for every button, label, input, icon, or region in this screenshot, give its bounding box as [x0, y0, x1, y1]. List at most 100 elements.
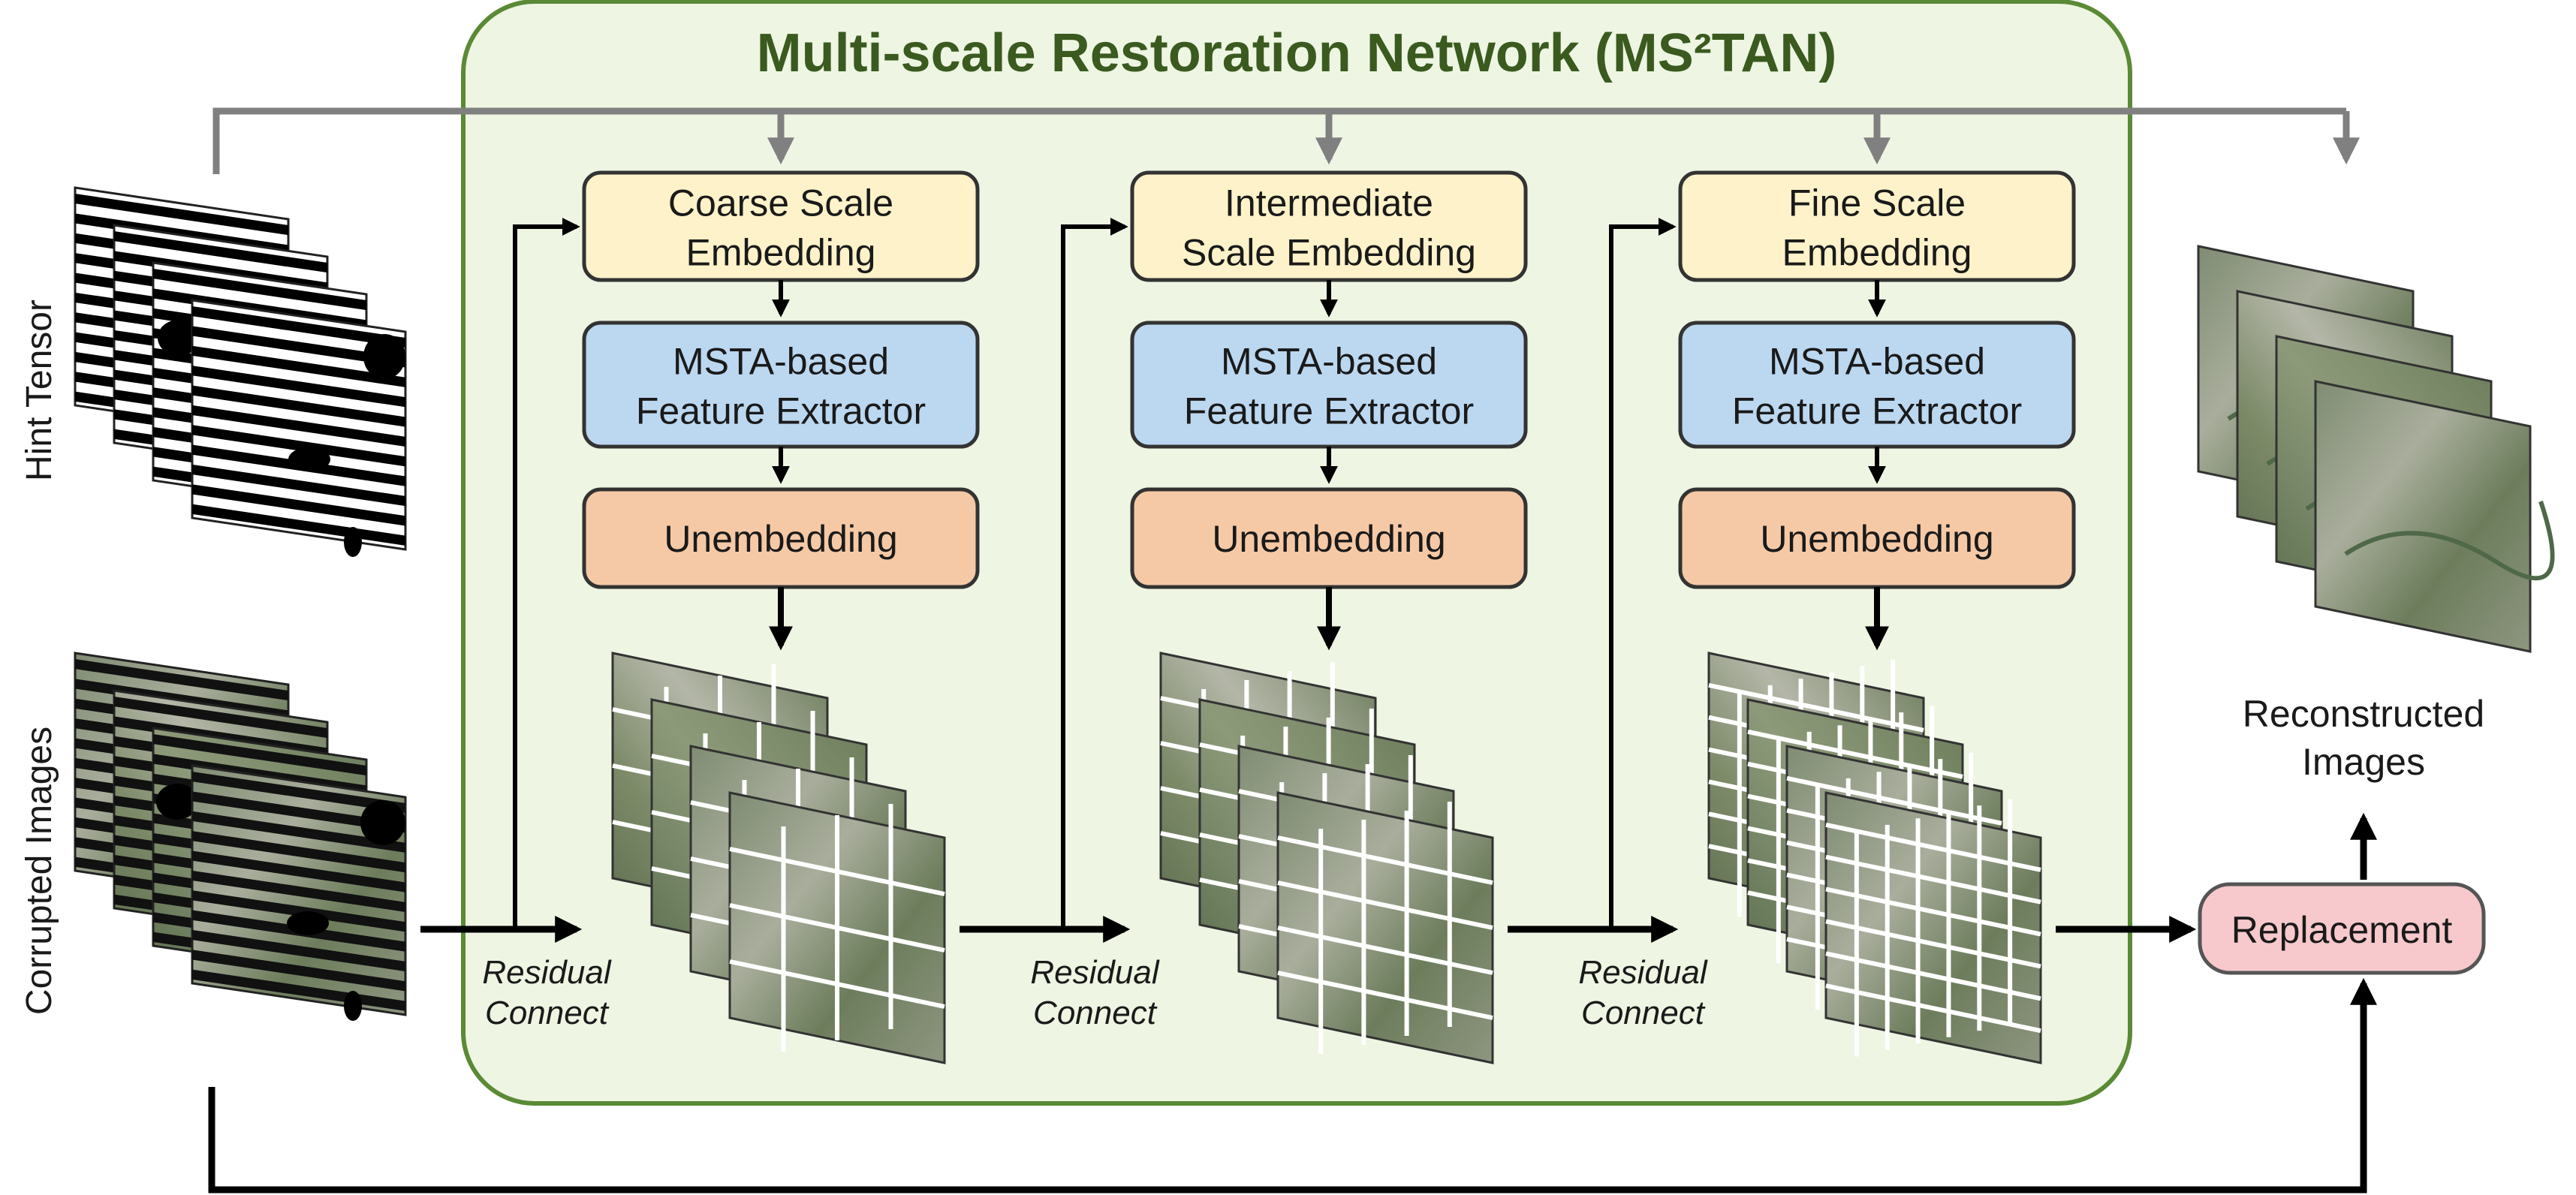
residual-connect-label-line2: Connect — [1033, 995, 1158, 1031]
mask-stripe — [114, 231, 327, 273]
mask-stripe — [153, 734, 366, 776]
scale-embedding-box-label-line1: Coarse Scale — [668, 182, 893, 224]
unembedding-box-label: Unembedding — [1760, 518, 1993, 560]
output-arrows — [208, 812, 2377, 1193]
mask-blob — [288, 447, 330, 471]
feature-map-stack — [1707, 652, 2042, 1064]
reconstructed-images-stack — [2197, 245, 2555, 653]
mask-stripe — [192, 326, 405, 368]
mask-stripe — [192, 366, 405, 408]
residual-connect-arrow — [513, 218, 580, 929]
mask-stripe — [153, 269, 366, 311]
mask-stripe — [192, 929, 405, 972]
corrupted-images-label: Corrupted Images — [20, 727, 59, 1015]
patch-grid-line — [1277, 971, 1493, 1020]
replacement-box — [2198, 882, 2486, 975]
scale-embedding-box-label-line2: Embedding — [1782, 232, 1972, 274]
unembedding-box-label: Unembedding — [664, 518, 897, 560]
mask-stripe — [192, 890, 405, 932]
scale-embedding-box-label-line1: Intermediate — [1225, 182, 1433, 224]
network-title: Multi-scale Restoration Network (MS²TAN) — [757, 23, 1837, 83]
mask-blob — [363, 334, 405, 379]
reconstructed-images-label-line1: Reconstructed — [2243, 693, 2484, 735]
mask-stripe — [192, 772, 405, 814]
mask-stripe — [192, 405, 405, 447]
feature-extractor-box-label-line1: MSTA-based — [1769, 341, 1985, 383]
mask-blob — [158, 320, 200, 356]
mask-blob — [287, 911, 329, 935]
feature-extractor-box-label-line2: Feature Extractor — [1732, 390, 2022, 432]
hint-tensor-label: Hint Tensor — [20, 300, 59, 481]
feature-extractor-box-label-line1: MSTA-based — [673, 341, 889, 383]
scale-embedding-box-label-line2: Embedding — [686, 232, 876, 274]
mask-stripe — [192, 831, 405, 873]
patch-grid-line — [1747, 729, 1963, 779]
hint-mask-sheet — [191, 299, 407, 557]
corrupted-images-stack — [74, 652, 407, 1021]
mask-blob — [156, 784, 198, 820]
mask-blob — [344, 991, 362, 1021]
reconstructed-images-label-line2: Images — [2302, 741, 2425, 783]
residual-connect-label-line2: Connect — [485, 995, 610, 1031]
unembedding-box: Unembedding — [1130, 487, 1528, 589]
residual-connect-label-line2: Connect — [1581, 995, 1706, 1031]
feature-map-sheet — [728, 791, 946, 1064]
feature-map-stack — [611, 652, 946, 1064]
unembedding-box-label: Unembedding — [1212, 518, 1445, 560]
patch-grid-line — [729, 903, 945, 953]
patch-grid-line — [1277, 926, 1493, 975]
residual-connect-label-line1: Residual — [482, 954, 611, 991]
feature-map-sheet — [1276, 791, 1494, 1064]
patch-grid-line — [729, 959, 945, 1009]
mask-stripe — [75, 194, 288, 236]
mask-stripe — [192, 464, 405, 507]
mask-stripe — [75, 659, 288, 701]
mask-stripe — [192, 950, 405, 992]
patch-grid-line — [1825, 951, 2041, 1001]
unembedding-box: Unembedding — [582, 487, 980, 589]
residual-connect-label-line1: Residual — [1030, 954, 1159, 991]
patch-grid-line — [1825, 919, 2041, 969]
mask-stripe — [192, 484, 405, 526]
river-feature — [2344, 501, 2555, 581]
feature-extractor-box-label-line2: Feature Extractor — [636, 390, 926, 432]
feature-map-stack — [1159, 652, 1494, 1064]
mask-blob — [360, 800, 405, 845]
patch-grid-line — [1825, 886, 2041, 937]
reconstructed-image-sheet — [2314, 380, 2555, 653]
unembedding-box: Unembedding — [1678, 487, 2076, 589]
corrupted-image-sheet — [191, 764, 407, 1021]
hint-tensor-stack — [74, 186, 407, 557]
mask-stripe — [192, 850, 405, 892]
mask-stripe — [192, 425, 405, 467]
mask-blob — [344, 527, 362, 557]
feature-extractor-box-label-line1: MSTA-based — [1221, 341, 1437, 383]
replacement-label: Replacement — [2231, 909, 2453, 951]
patch-grid-line — [1825, 854, 2041, 905]
residual-connect-arrow — [1609, 218, 1677, 929]
patch-grid-line — [1277, 880, 1493, 930]
mask-stripe — [192, 870, 405, 912]
patch-grid-line — [1277, 835, 1493, 885]
patch-grid-line — [1825, 822, 2041, 872]
mask-stripe — [192, 306, 405, 348]
scale-embedding-box-label-line1: Fine Scale — [1788, 182, 1966, 224]
feature-extractor-box-label-line2: Feature Extractor — [1184, 390, 1474, 432]
feature-map-sheet — [1824, 791, 2042, 1064]
mask-stripe — [192, 385, 405, 427]
hint-connection-arrows — [212, 107, 2360, 174]
scale-embedding-box-label-line2: Scale Embedding — [1182, 232, 1476, 274]
mask-stripe — [192, 791, 405, 833]
patch-grid-line — [1825, 983, 2041, 1034]
mask-stripe — [192, 811, 405, 853]
residual-connect-label-line1: Residual — [1578, 954, 1707, 991]
residual-connect-arrow — [1061, 218, 1128, 929]
